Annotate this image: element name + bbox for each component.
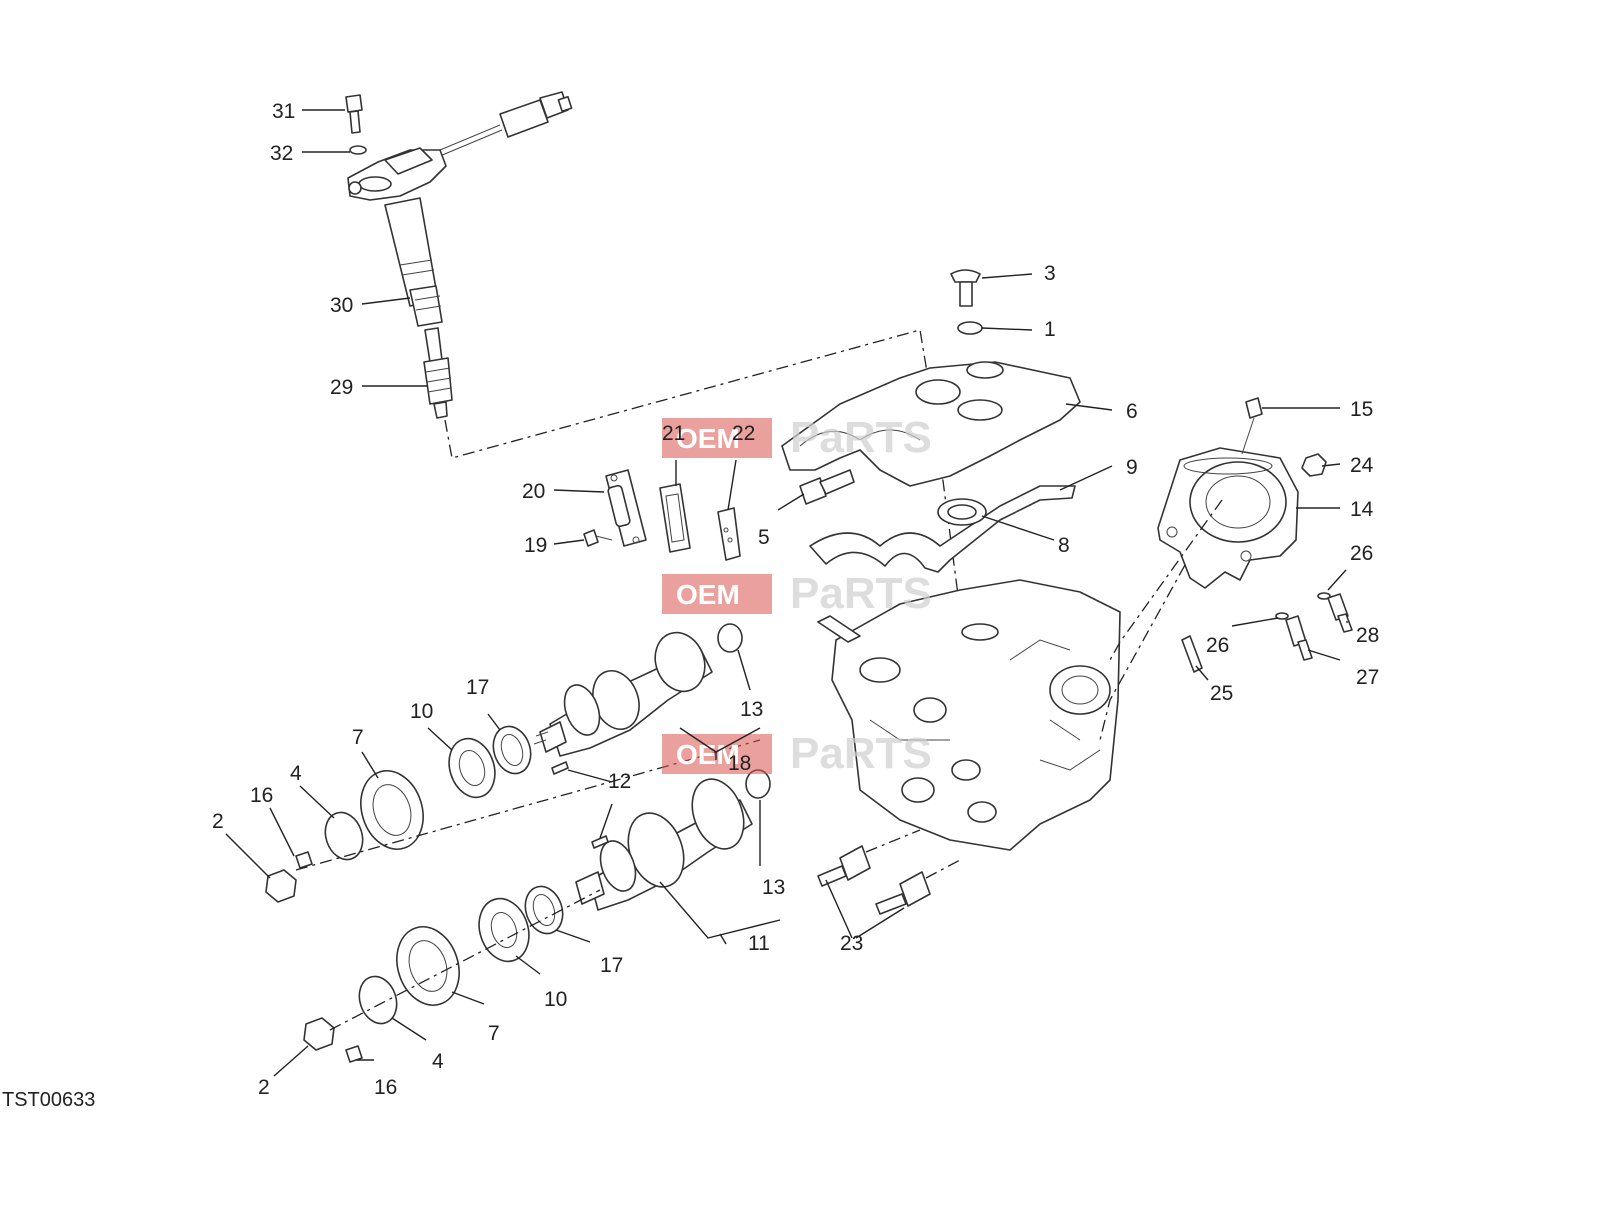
- callout-12: 12: [608, 770, 631, 793]
- callout-28: 28: [1356, 624, 1379, 647]
- callout-13-upper: 13: [740, 698, 763, 721]
- stud-bolts-23: [817, 829, 961, 915]
- callout-23: 23: [840, 932, 863, 955]
- callout-17-upper: 17: [466, 676, 489, 699]
- callout-17-lower: 17: [600, 954, 623, 977]
- callout-7-lower: 7: [488, 1022, 500, 1045]
- callout-19: 19: [524, 534, 547, 557]
- ignition-coil-assembly: [345, 91, 573, 419]
- callout-31: 31: [272, 100, 295, 123]
- callout-4-lower: 4: [432, 1050, 444, 1073]
- alignment-dashline-coil: [444, 329, 961, 611]
- callout-32: 32: [270, 142, 293, 165]
- callout-20: 20: [522, 480, 545, 503]
- lower-camshaft-assembly: [303, 769, 771, 1063]
- callout-5: 5: [758, 526, 770, 549]
- callout-15: 15: [1350, 398, 1373, 421]
- callout-3: 3: [1044, 262, 1056, 285]
- svg-text:PaRTS: PaRTS: [790, 729, 932, 778]
- svg-text:OEM: OEM: [676, 423, 740, 454]
- callout-8: 8: [1058, 534, 1070, 557]
- callout-24: 24: [1350, 454, 1374, 477]
- callout-labels: 31 32 30 29 3 1 6 9 8 5 21 22 20 19 15 2…: [212, 100, 1379, 1099]
- watermark-top: OEM PaRTS: [662, 413, 932, 462]
- svg-text:PaRTS: PaRTS: [790, 413, 932, 462]
- callout-25: 25: [1210, 682, 1233, 705]
- callout-14: 14: [1350, 498, 1374, 521]
- callout-7-upper: 7: [352, 726, 364, 749]
- callout-2-lower: 2: [258, 1076, 270, 1099]
- callout-11: 11: [748, 932, 770, 955]
- callout-16-lower: 16: [374, 1076, 397, 1099]
- upper-camshaft-assembly: [265, 623, 761, 903]
- callout-13-lower: 13: [762, 876, 785, 899]
- callout-30: 30: [330, 294, 353, 317]
- callout-29: 29: [330, 376, 353, 399]
- callout-18: 18: [728, 752, 751, 775]
- callout-16-upper: 16: [250, 784, 273, 807]
- watermark-bottom: OEM PaRTS: [662, 729, 932, 778]
- cylinder-head: [817, 579, 1121, 851]
- svg-text:OEM: OEM: [676, 579, 740, 610]
- callout-1: 1: [1044, 318, 1056, 341]
- callout-21: 21: [662, 422, 685, 445]
- watermark-middle: OEM PaRTS: [662, 569, 932, 618]
- intake-flange-assembly: [1099, 397, 1353, 741]
- sensor-components: [583, 469, 741, 561]
- callout-10-upper: 10: [410, 700, 433, 723]
- callout-9: 9: [1126, 456, 1138, 479]
- valve-cover-assembly: [781, 269, 1081, 573]
- callout-4-upper: 4: [290, 762, 302, 785]
- callout-6: 6: [1126, 400, 1138, 423]
- callout-27: 27: [1356, 666, 1379, 689]
- callout-26-right: 26: [1350, 542, 1373, 565]
- diagram-code: TST00633: [2, 1089, 95, 1111]
- callout-10-lower: 10: [544, 988, 567, 1011]
- callout-22: 22: [732, 422, 755, 445]
- svg-text:PaRTS: PaRTS: [790, 569, 932, 618]
- callout-26-left: 26: [1206, 634, 1229, 657]
- leader-lines: [225, 109, 1348, 1077]
- callout-2-upper: 2: [212, 810, 224, 833]
